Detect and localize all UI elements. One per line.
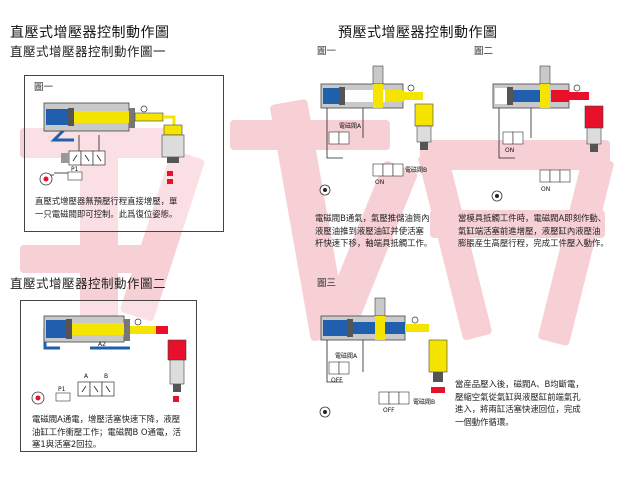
pre-fig3-description: 當産品壓入後，磁閥A、B均斷電， 壓縮空氣從氣缸與液壓缸前端氣孔 進入，將兩缸活… xyxy=(455,379,584,427)
direct-fig1-p1-label: P1 xyxy=(71,166,79,173)
pre-fig3-label: 圖三 xyxy=(317,278,337,289)
solenoid-valve-icon xyxy=(77,381,115,397)
pre-fig1-valve-b-label: 電磁閥B xyxy=(405,166,427,174)
direct-fig1-description: 直壓式增壓器無預壓行程直接增壓，單 一只電磁閥即可控制。此爲復位姿態。 xyxy=(35,196,178,219)
pre-fig3-valve-b-label: 電磁閥B xyxy=(413,398,435,406)
direct-fig2-diagram: A2 A B P1 xyxy=(31,315,187,405)
pre-fig2-on-label-a: ON xyxy=(505,147,514,154)
pressure-gauge-icon xyxy=(134,318,142,326)
pre-fig1-diagram: 電磁閥A ON 電磁閥B xyxy=(319,65,434,196)
pre-fig1-label: 圖一 xyxy=(317,46,337,57)
pressure-gauge-icon xyxy=(407,84,415,92)
solenoid-valve-icon xyxy=(378,391,410,405)
direct-fig2-description: 電磁閥A通電，增壓活塞快速下降，液壓 油缸工作衝壓工作；電磁閥B O通電，活 塞… xyxy=(32,414,181,449)
direct-fig2-a-label: A xyxy=(84,373,89,380)
pre-fig1-on-label: ON xyxy=(375,179,384,186)
direct-fig1-title: 直壓式增壓器控制動作圖一 xyxy=(10,44,167,59)
direct-fig1-label: 圖一 xyxy=(34,82,54,93)
solenoid-valve-icon xyxy=(539,169,571,183)
pressure-gauge-icon xyxy=(573,84,581,92)
direct-fig2-p1-label: P1 xyxy=(58,386,66,393)
pre-fig3-off-label-a: OFF xyxy=(331,377,343,384)
pre-fig3-valve-a-label: 電磁閥A xyxy=(335,352,358,360)
solenoid-valve-icon xyxy=(502,131,524,145)
direct-fig2-a2-label: A2 xyxy=(98,341,106,348)
direct-section-title: 直壓式增壓器控制動作圖 xyxy=(10,25,170,41)
pressure-gauge-icon xyxy=(140,105,148,113)
pre-fig1-valve-a-label: 電磁閥A xyxy=(339,122,362,130)
pre-fig2-label: 圖二 xyxy=(474,46,494,57)
pre-fig3-diagram: 電磁閥A OFF OFF 電磁閥B xyxy=(319,297,448,418)
pre-fig2-diagram: ON ON xyxy=(491,65,604,202)
direct-fig1-diagram: P1 xyxy=(39,102,185,186)
pre-fig2-on-label-b: ON xyxy=(541,186,550,193)
pre-section-title: 預壓式增壓器控制動作圖 xyxy=(338,25,498,41)
pre-fig3-off-label-b: OFF xyxy=(383,407,395,414)
direct-fig2-b-label: B xyxy=(104,373,108,380)
direct-fig1-panel xyxy=(24,75,224,232)
solenoid-valve-icon xyxy=(328,131,350,145)
pre-fig2-description: 當模具抵觸工件時，電磁閥A即刻作動、 氣缸端活塞前進增壓，液壓缸內液壓油 膨脹産… xyxy=(458,213,609,248)
direct-fig2-title: 直壓式增壓器控制動作圖二 xyxy=(10,276,167,291)
pressure-gauge-icon xyxy=(411,316,419,324)
solenoid-valve-icon xyxy=(372,163,404,177)
solenoid-valve-icon xyxy=(61,150,106,166)
solenoid-valve-icon xyxy=(328,361,350,375)
pre-fig1-description: 電磁閥B通氣，氣壓推儲油筒內 液壓油推到液壓油缸并使活塞 杆快速下移，軸端具抵觸… xyxy=(315,213,433,248)
